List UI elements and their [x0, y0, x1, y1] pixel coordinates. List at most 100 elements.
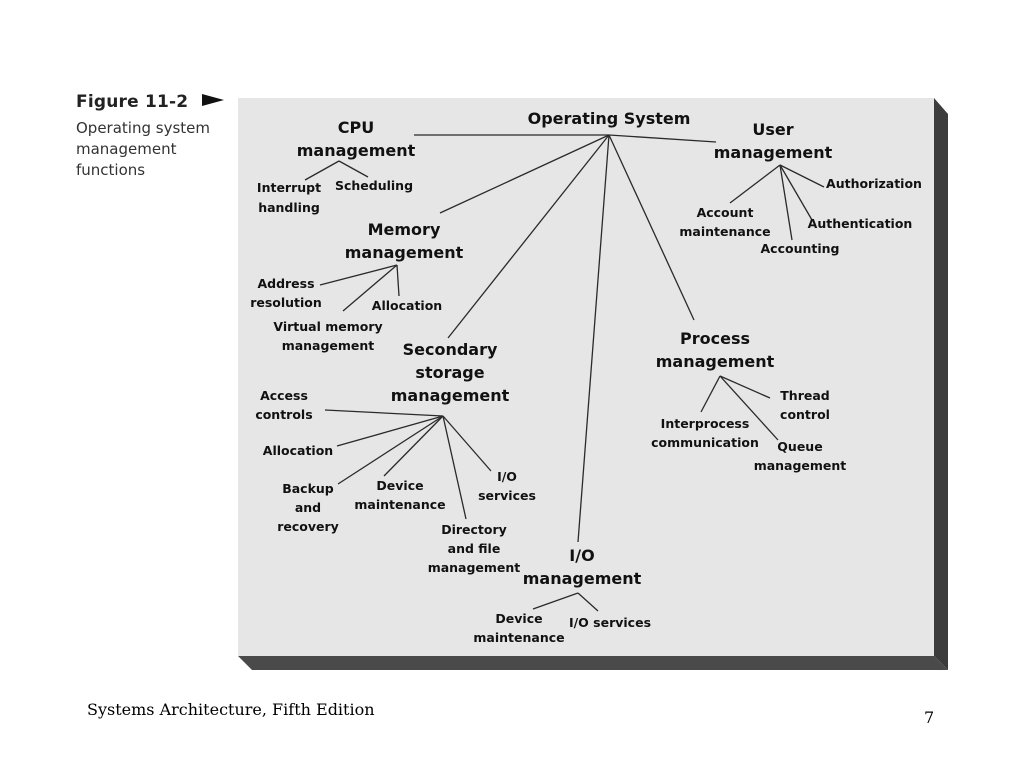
- panel-face: [238, 98, 934, 656]
- node-io-device-line: Device: [495, 611, 542, 626]
- node-sec-io-line: I/O: [497, 469, 517, 484]
- node-os-line: Operating System: [528, 109, 691, 128]
- node-sec-io: I/O services: [478, 469, 536, 503]
- node-process-line: management: [656, 352, 775, 371]
- node-mem-allocation: Allocation: [372, 298, 442, 313]
- edge-memory-mem_allocation: [396, 264, 400, 297]
- figure-caption: Figure 11-2 Operating system management …: [76, 92, 236, 181]
- node-directory-line: and file: [448, 541, 501, 556]
- node-io-line: I/O: [569, 546, 594, 565]
- edge-cpu-interrupt: [304, 160, 340, 181]
- node-memory: Memory management: [345, 220, 464, 262]
- page-number: 7: [924, 708, 935, 727]
- edge-os-secondary: [447, 134, 610, 339]
- edge-os-memory: [439, 134, 610, 214]
- node-directory: Directory and file management: [428, 522, 521, 575]
- node-thread-line: control: [780, 407, 830, 422]
- edge-memory-virtual_memory: [342, 264, 398, 312]
- figure-arrow-icon: [202, 94, 225, 106]
- figure-description: Operating system management functions: [76, 119, 210, 179]
- node-cpu-line: management: [297, 141, 416, 160]
- node-backup-line: recovery: [277, 519, 339, 534]
- node-thread-line: Thread: [780, 388, 829, 403]
- edge-memory-address: [319, 264, 398, 286]
- node-mem-allocation-line: Allocation: [372, 298, 442, 313]
- node-memory-line: Memory: [368, 220, 441, 239]
- node-queue-line: Queue: [777, 439, 822, 454]
- node-process: Process management: [656, 329, 775, 371]
- node-access: Access controls: [255, 388, 312, 422]
- node-scheduling: Scheduling: [335, 178, 413, 193]
- edge-secondary-sec_allocation: [336, 415, 444, 447]
- node-secondary-line: management: [391, 386, 510, 405]
- node-io-services-line: I/O services: [569, 615, 651, 630]
- node-directory-line: management: [428, 560, 521, 575]
- node-authentication-line: Authentication: [808, 216, 913, 231]
- node-interrupt-line: handling: [258, 200, 320, 215]
- node-authentication: Authentication: [808, 216, 913, 231]
- node-account: Account maintenance: [679, 205, 770, 239]
- node-authorization-line: Authorization: [826, 176, 922, 191]
- edge-process-thread: [719, 375, 771, 399]
- panel-bottom-edge: [238, 656, 948, 670]
- node-memory-line: management: [345, 243, 464, 262]
- edge-secondary-backup: [337, 415, 444, 485]
- node-queue-line: management: [754, 458, 847, 473]
- edge-secondary-directory: [442, 415, 467, 520]
- node-process-line: Process: [680, 329, 750, 348]
- edge-secondary-sec_device: [383, 415, 444, 477]
- node-user-line: User: [752, 120, 793, 139]
- footer-book-title: Systems Architecture, Fifth Edition: [87, 700, 375, 719]
- node-account-line: maintenance: [679, 224, 770, 239]
- node-secondary-line: Secondary: [403, 340, 498, 359]
- node-scheduling-line: Scheduling: [335, 178, 413, 193]
- edge-user-account: [729, 164, 781, 204]
- edge-cpu-scheduling: [338, 160, 369, 178]
- node-sec-allocation-line: Allocation: [263, 443, 333, 458]
- node-address-line: resolution: [250, 295, 322, 310]
- node-virtual-memory-line: Virtual memory: [273, 319, 382, 334]
- node-sec-io-line: services: [478, 488, 536, 503]
- node-io-services: I/O services: [569, 615, 651, 630]
- node-io-device-line: maintenance: [473, 630, 564, 645]
- node-thread: Thread control: [780, 388, 830, 422]
- node-secondary: Secondary storage management: [391, 340, 510, 405]
- node-os: Operating System: [528, 109, 691, 128]
- node-io-device: Device maintenance: [473, 611, 564, 645]
- node-accounting: Accounting: [761, 241, 840, 256]
- node-interprocess-line: Interprocess: [661, 416, 750, 431]
- figure-number: Figure 11-2: [76, 92, 189, 112]
- node-interprocess: Interprocess communication: [651, 416, 759, 450]
- node-account-line: Account: [697, 205, 754, 220]
- node-backup-line: Backup: [282, 481, 334, 496]
- edge-secondary-access: [324, 409, 444, 417]
- node-directory-line: Directory: [441, 522, 507, 537]
- edge-process-interprocess: [700, 375, 721, 413]
- node-address-line: Address: [257, 276, 314, 291]
- edge-process-queue: [719, 375, 779, 441]
- node-sec-allocation: Allocation: [263, 443, 333, 458]
- node-sec-device-line: maintenance: [354, 497, 445, 512]
- edge-os-process: [608, 134, 695, 321]
- node-access-line: controls: [255, 407, 312, 422]
- node-queue: Queue management: [754, 439, 847, 473]
- edge-io-io_services: [577, 592, 599, 612]
- edge-os-user: [608, 134, 717, 143]
- edge-user-accounting: [779, 164, 793, 241]
- node-authorization: Authorization: [826, 176, 922, 191]
- edge-user-authorization: [779, 164, 825, 188]
- node-secondary-line: storage: [415, 363, 484, 382]
- node-interprocess-line: communication: [651, 435, 759, 450]
- edge-secondary-sec_io: [442, 415, 492, 472]
- edge-user-authentication: [779, 164, 813, 221]
- node-backup-line: and: [295, 500, 321, 515]
- node-access-line: Access: [260, 388, 308, 403]
